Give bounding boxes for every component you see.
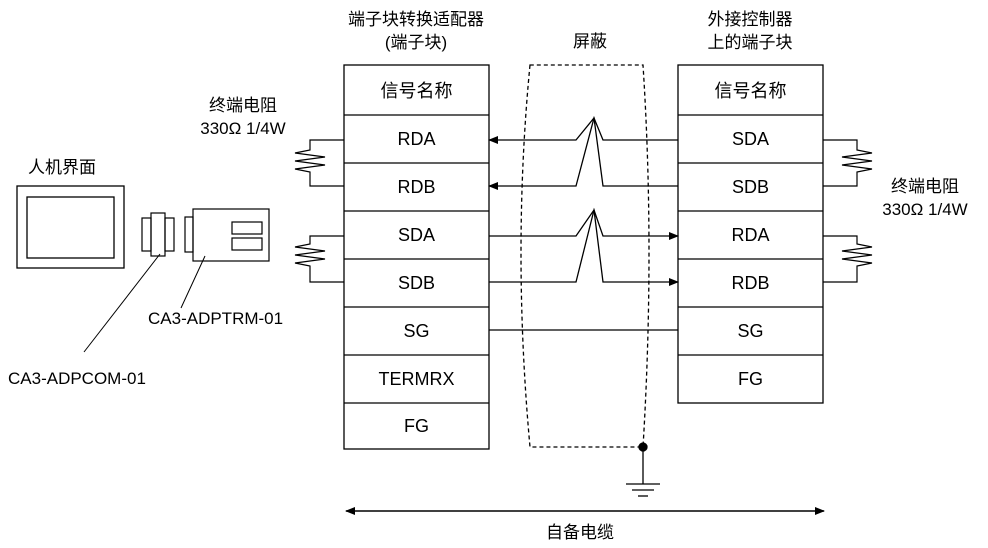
adapter-pin: RDB [397,176,436,197]
resistor-right-label-line1: 终端电阻 [891,177,959,196]
resistor-right-label-line2: 330Ω 1/4W [882,200,968,219]
wire-sdb-to-rda [488,116,678,187]
adapter-title-line2: (端子块) [384,33,448,52]
cable-label: 自备电缆 [546,523,614,542]
wire-sdb-to-rda-out [489,207,679,283]
adapter-pin: RDA [397,128,436,149]
adapter-title-line1: 端子块转换适配器 [348,10,484,29]
wire-sda-to-rdb [488,115,678,190]
controller-pin: SDA [731,128,769,149]
resistor-left-label-line2: 330Ω 1/4W [200,119,286,138]
hmi-icon [16,185,125,269]
controller-title-line2: 上的端子块 [707,33,793,52]
part-terminal-label: CA3-ADPTRM-01 [148,309,284,328]
com-adapter-icon [141,212,175,257]
adapter-pin: TERMRX [378,368,455,389]
adapter-pin: FG [404,415,429,436]
resistor-left-icon [294,139,344,283]
shield-label: 屏蔽 [573,32,607,51]
terminal-adapter-icon [184,208,270,262]
controller-pin: SDB [731,176,769,197]
shield-outline [520,64,650,448]
ground-icon [626,442,660,497]
adapter-pin: SDB [397,272,435,293]
resistor-left-label-line1: 终端电阻 [209,96,277,115]
controller-pin: SG [737,320,764,341]
adapter-terminal-table [343,64,490,450]
adapter-pin: SDA [397,224,435,245]
part-com-label: CA3-ADPCOM-01 [8,369,146,388]
controller-title-line1: 外接控制器 [707,10,793,29]
controller-pin: RDB [731,272,770,293]
controller-pin: FG [738,368,763,389]
adapter-header: 信号名称 [380,81,453,101]
wire-sda-to-rdb-out [489,208,679,286]
controller-header: 信号名称 [714,81,787,101]
controller-pin: RDA [731,224,770,245]
terminal-leader-line [180,255,206,309]
adapter-pin: SG [403,320,430,341]
resistor-right-icon [823,139,873,283]
com-leader-line [83,253,161,353]
hmi-label: 人机界面 [28,158,96,177]
